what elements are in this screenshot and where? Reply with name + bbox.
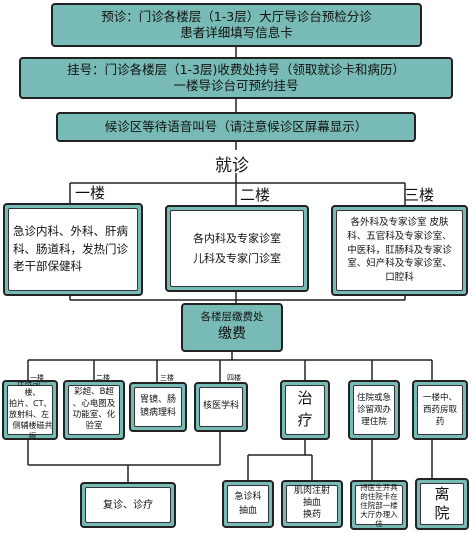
consult-label: 就诊	[215, 156, 249, 176]
hospital-child-line1: 持医生开具	[360, 482, 398, 492]
hospital-box: 住院或急 诊留观办 理住院	[348, 380, 400, 440]
exam2-floor-label: 二楼	[96, 374, 110, 382]
exam1-line2: 拍片、CT、	[9, 399, 52, 409]
hospital-child-line5: 住	[375, 518, 383, 528]
payment-line2: 缴费	[218, 326, 246, 343]
hospital-child-box: 持医生开具 的住院卡在 住院部一楼 大厅办理入 住	[350, 480, 408, 530]
floor2-line2: 儿科及专家门诊室	[193, 251, 281, 265]
exam1-inner	[7, 385, 53, 435]
treatment-line1: 治	[297, 389, 313, 408]
treatment-child1-box: 急诊科 抽血	[222, 480, 274, 528]
floor1-label: 一楼	[75, 184, 106, 202]
exam2-box: 彩超、B超 、心电图及 功能室、化 验室	[63, 380, 125, 440]
exam1-line3: 放射科、左	[9, 410, 49, 419]
treatment-child1-line1: 急诊科	[234, 491, 262, 502]
exam3-inner	[134, 387, 182, 427]
exam1-line1: 住院部一楼、	[16, 380, 49, 398]
treatment-line2: 疗	[297, 411, 313, 429]
floor2-inner	[170, 210, 304, 287]
hospital-child-line3: 住院部一楼	[360, 500, 398, 510]
leave-line1: 离	[434, 484, 450, 503]
exam2-inner	[68, 385, 120, 435]
step-precheck-line2: 患者详细填写信息卡	[180, 25, 293, 40]
floor1-line2: 科、肠道科，发热门诊	[13, 241, 128, 256]
exam1-floor-label: 一楼	[30, 374, 44, 382]
step-waiting-box: 候诊区等待语音叫号（请注意候诊区屏幕显示）	[56, 112, 416, 142]
floor3-inner	[336, 210, 463, 291]
followup-text: 复诊、诊疗	[103, 499, 153, 511]
exam2-line3: 功能室、化	[72, 410, 116, 420]
treatment-child2-line2: 抽血	[302, 498, 321, 509]
treatment-child2-line3: 换药	[302, 509, 321, 520]
payment-box: 各楼层缴费处 缴费	[181, 303, 283, 352]
floor3-line2: 科、五官科及专家诊室、	[347, 230, 452, 242]
floor3-line1: 各外科及专家诊室 皮肤	[350, 217, 449, 229]
pharmacy-box: 一楼中、 西药房取 药	[412, 380, 468, 440]
floor2-label: 二楼	[240, 186, 271, 204]
exam1-line4: 侧辅楼磁共振	[12, 420, 53, 440]
hospital-inner	[353, 385, 395, 435]
step-precheck-line1: 预诊：门诊各楼层（1-3层）大厅导诊台预检分诊	[101, 8, 372, 24]
floor2-line1: 各内科及专家诊室	[193, 231, 281, 245]
exam3-line1: 胃镜、肠	[139, 394, 176, 405]
step-precheck-box: 预诊：门诊各楼层（1-3层）大厅导诊台预检分诊 患者详细填写信息卡	[51, 3, 422, 47]
floor3-line3: 中医科，肛肠科及专家诊	[347, 244, 452, 256]
treatment-child2-box: 肌肉注射 抽血 换药	[281, 480, 343, 528]
step-register-box: 挂号：门诊各楼层（1-3层)收费处持号（领取就诊卡和病历） 一楼导诊台可预约挂号	[19, 57, 453, 99]
hospital-child-inner	[355, 485, 403, 525]
exam4-inner	[199, 387, 243, 427]
payment-line1: 各楼层缴费处	[200, 311, 264, 324]
treatment-child1-line2: 抽血	[238, 506, 257, 516]
floor1-line3: 老干部保健科	[13, 259, 82, 274]
treatment-child2-line1: 肌肉注射	[293, 486, 330, 497]
pharmacy-line2: 西药房取	[422, 404, 457, 415]
treatment-child1-inner	[227, 485, 269, 523]
pharmacy-line3: 药	[435, 417, 445, 428]
floor3-label: 三楼	[404, 186, 435, 204]
hospital-line3: 理住院	[361, 417, 387, 428]
leave-inner	[420, 483, 464, 525]
exam2-line1: 彩超、B超	[74, 387, 114, 398]
exam4-floor-label: 四楼	[227, 374, 241, 382]
step-register-line2: 一楼导诊台可预约挂号	[173, 78, 299, 93]
followup-inner	[85, 487, 171, 523]
floor1-box: 急诊内科、外科、肝病 科、肠道科，发热门诊 老干部保健科	[3, 203, 143, 296]
treatment-inner	[285, 385, 325, 435]
floor1-inner	[8, 208, 138, 291]
exam3-box: 胃镜、肠 镜病理科	[129, 382, 187, 432]
followup-box: 复诊、诊疗	[80, 482, 176, 528]
exam1-box: 住院部一楼、 拍片、CT、 放射科、左 侧辅楼磁共振	[2, 380, 58, 440]
step-waiting-line1: 候诊区等待语音叫号（请注意候诊区屏幕显示）	[104, 118, 368, 134]
floor1-line1: 急诊内科、外科、肝病	[13, 223, 128, 238]
hospital-line2: 诊留观办	[356, 404, 391, 415]
hospital-line1: 住院或急	[356, 392, 391, 403]
floor3-box: 各外科及专家诊室 皮肤 科、五官科及专家诊室、 中医科，肛肠科及专家诊 室、妇产…	[331, 205, 468, 296]
treatment-box: 治 疗	[280, 380, 330, 440]
hospital-child-line2: 的住院卡在	[360, 491, 398, 501]
leave-line2: 院	[434, 504, 450, 522]
exam2-line2: 、心电图及	[72, 398, 116, 409]
hospital-child-line4: 大厅办理入	[360, 509, 398, 519]
exam3-line2: 镜病理科	[139, 408, 176, 418]
exam4-line1: 核医学科	[202, 401, 239, 412]
floor3-line5: 口腔科	[385, 272, 414, 284]
leave-box: 离 院	[415, 478, 469, 530]
exam4-box: 核医学科	[194, 382, 248, 432]
pharmacy-line1: 一楼中、	[422, 392, 457, 403]
exam2-line4: 验室	[85, 421, 103, 432]
floor2-box: 各内科及专家诊室 儿科及专家门诊室	[165, 205, 309, 292]
exam3-floor-label: 三楼	[160, 374, 174, 382]
treatment-child2-inner	[286, 485, 338, 523]
pharmacy-inner	[417, 385, 463, 435]
floor3-line4: 室、妇产科及专家诊室、	[347, 258, 452, 270]
step-register-line1: 挂号：门诊各楼层（1-3层)收费处持号（领取就诊卡和病历）	[67, 61, 405, 77]
